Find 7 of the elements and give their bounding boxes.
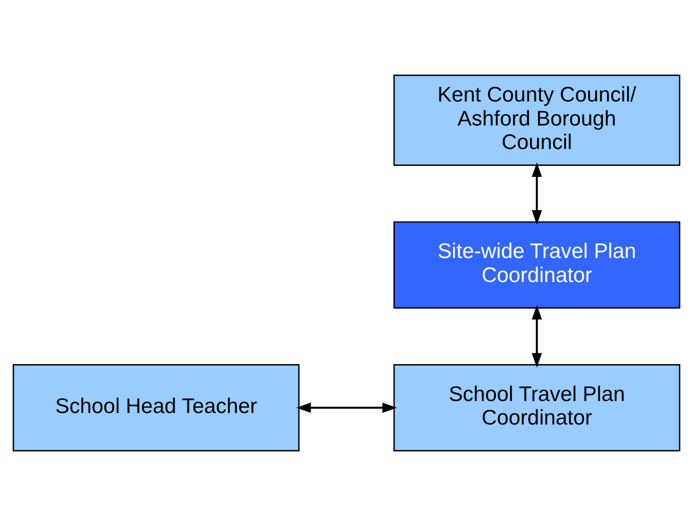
arrow [532, 304, 542, 368]
node-box: School Head Teacher [12, 364, 300, 452]
node-box: Site-wide Travel Plan Coordinator [393, 221, 680, 309]
arrow [296, 402, 397, 413]
node-box: Kent County Council/ Ashford Borough Council [393, 74, 680, 166]
node-box: School Travel Plan Coordinator [393, 364, 680, 452]
arrow [532, 162, 542, 225]
